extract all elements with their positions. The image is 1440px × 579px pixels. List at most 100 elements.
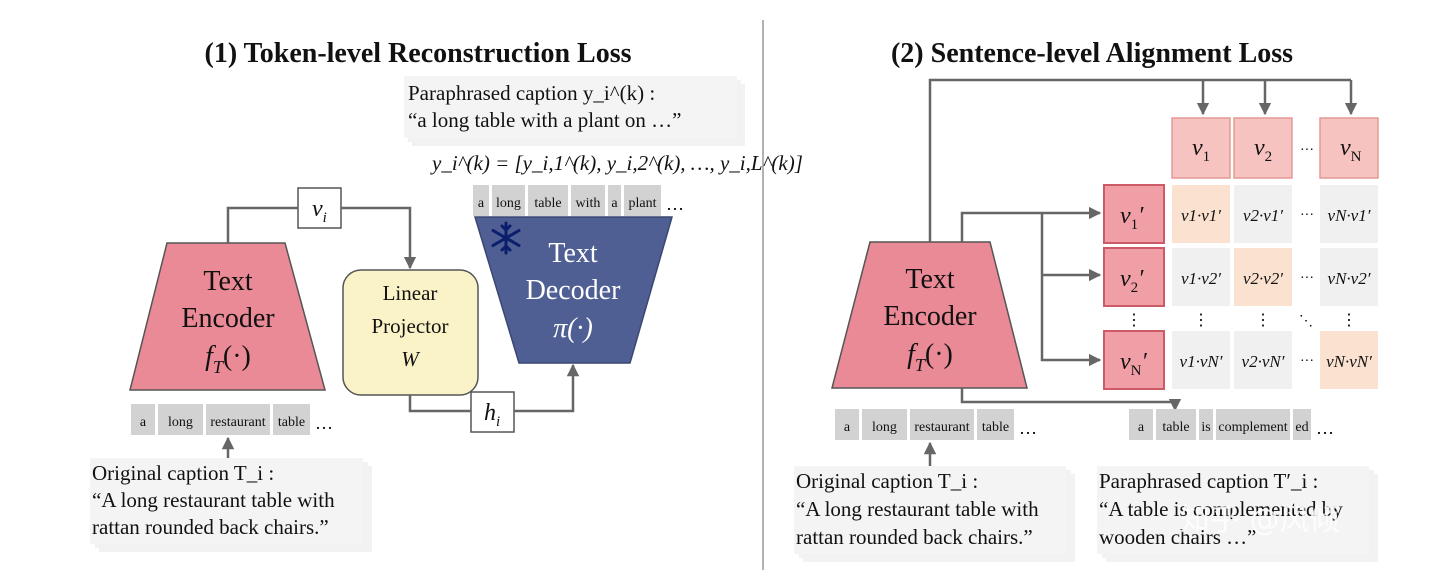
right-orig-line2: rattan rounded back chairs.” [796,525,1033,549]
matrix-cell-diagonal [1172,185,1230,243]
token-cell [1129,409,1153,440]
matrix-cell [1320,248,1378,306]
token-cell [910,409,974,440]
row-header-cell [1103,247,1165,307]
token-cell [862,409,907,440]
token-text: restaurant [210,415,265,430]
token-text: is [1201,420,1210,435]
token-cell [158,404,203,435]
right-para-line1: “A table is complemented by [1099,497,1343,521]
right-panel: (2) Sentence-level Alignment Loss Text E… [794,38,1379,562]
right-original-caption-box: Original caption T_i : “A long restauran… [794,466,1075,562]
svg-text:vi: vi [312,196,327,226]
matrix-cell-label: v2·v1′ [1243,206,1283,225]
projector-line1: Linear [383,281,438,305]
left-para-text: “a long table with a plant on …” [408,108,682,132]
left-encoder-fn: fT(·) [205,341,251,377]
decoder-line2: Decoder [526,275,622,306]
matrix-cell [1172,248,1230,306]
right-title: (2) Sentence-level Alignment Loss [891,38,1293,69]
token-cell [473,185,489,216]
token-text: a [611,196,618,211]
token-cell [977,409,1014,440]
token-cell [1293,409,1311,440]
token-cell [571,185,605,216]
right-encoder-line1: Text [905,264,955,295]
col-header-ellipsis: ··· [1300,143,1314,158]
token-text: a [478,196,485,211]
left-hi-box: hi [470,391,515,433]
token-cell [1199,409,1213,440]
matrix-cell-diagonal [1320,331,1378,389]
col-header-cell [1171,117,1231,179]
token-cell [273,404,310,435]
matrix-cell [1320,185,1378,243]
right-orig-label: Original caption T_i : [796,469,978,493]
left-panel: (1) Token-level Reconstruction Loss Para… [90,38,803,552]
decoder-line3: π(·) [553,313,593,344]
token-cell [835,409,859,440]
token-text: restaurant [914,420,969,435]
left-orig-line1: “A long restaurant table with [92,488,335,512]
svg-text:hi: hi [484,400,500,430]
left-original-caption-box: Original caption T_i : “A long restauran… [90,458,372,552]
matrix-cell-label: vN·v1′ [1328,206,1371,225]
left-title: (1) Token-level Reconstruction Loss [205,38,632,69]
decoder-line1: Text [548,238,598,269]
vdots: ⋮ [1193,312,1209,329]
token-text: table [1162,420,1189,435]
projector-line3: W [401,347,421,371]
matrix-cell [1172,331,1230,389]
matrix-cell-label: v1·v1′ [1181,206,1221,225]
left-linear-projector: Linear Projector W [342,269,479,396]
right-paraphrased-caption-box: Paraphrased caption T′_i : “A table is c… [1097,466,1378,562]
token-text: table [982,420,1009,435]
token-text: long [168,415,193,430]
token-text: table [534,196,561,211]
matrix-cell-label: v2·v2′ [1243,269,1283,288]
right-text-encoder: Text Encoder fT(·) [831,241,1028,389]
token-cell [608,185,621,216]
right-para-line2: wooden chairs …” [1099,525,1256,549]
token-ellipsis: … [666,194,684,214]
left-orig-label: Original caption T_i : [92,461,274,485]
token-text: a [140,415,147,430]
right-encoder-fn: fT(·) [907,339,953,375]
token-cell [131,404,155,435]
vdots: ⋮ [1255,312,1271,329]
vdots: ⋮ [1341,312,1357,329]
token-cell [1216,409,1290,440]
row-ellipsis: ··· [1300,208,1314,223]
token-cell [206,404,270,435]
left-para-label: Paraphrased caption y_i^(k) : [408,81,655,105]
right-encoder-line2: Encoder [883,301,977,332]
matrix-cell-diagonal [1234,248,1292,306]
row-header-cell [1103,184,1165,244]
row-header-cell [1103,330,1165,390]
row-ellipsis: ··· [1300,354,1314,369]
left-paraphrased-caption-box: Paraphrased caption y_i^(k) : “a long ta… [404,76,745,146]
vdots: ⋮ [1126,312,1142,329]
row-ellipsis: ··· [1300,271,1314,286]
col-header-cell [1233,117,1293,179]
token-text: a [844,420,851,435]
token-text: a [1138,420,1145,435]
token-cell [528,185,568,216]
projector-line2: Projector [372,314,449,338]
left-seq-equation: y_i^(k) = [y_i,1^(k), y_i,2^(k), …, y_i,… [430,151,803,175]
right-connectors [923,78,1358,466]
matrix-cell-label: v1·v2′ [1181,269,1221,288]
left-vi-box: vi [297,187,342,229]
matrix-cell [1234,331,1292,389]
token-ellipsis: … [1019,418,1037,438]
matrix-cell-label: vN·v2′ [1328,269,1371,288]
watermark: 知乎 @风倾 [1180,503,1340,538]
ddots: ⋱ [1299,314,1313,329]
matrix-cell-label: vN·vN′ [1326,352,1372,371]
token-text: ed [1295,420,1308,435]
token-text: plant [629,196,657,211]
